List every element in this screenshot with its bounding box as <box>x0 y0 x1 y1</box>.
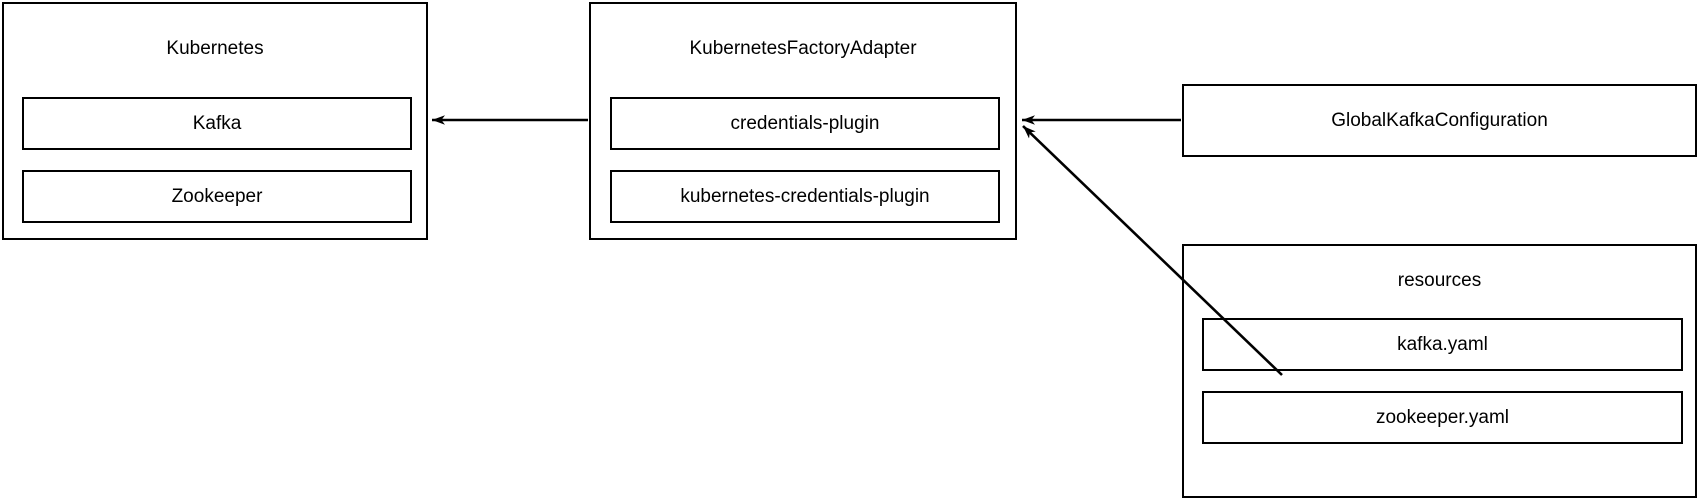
node-kubernetes-credentials-plugin-label: kubernetes-credentials-plugin <box>680 185 930 207</box>
node-kafka-yaml-label: kafka.yaml <box>1397 333 1488 355</box>
node-resources[interactable]: resources kafka.yaml zookeeper.yaml <box>1182 244 1697 498</box>
node-kubernetes-factory-adapter[interactable]: KubernetesFactoryAdapter credentials-plu… <box>589 2 1017 240</box>
node-kubernetes-factory-adapter-title: KubernetesFactoryAdapter <box>689 38 917 59</box>
node-global-kafka-configuration[interactable]: GlobalKafkaConfiguration <box>1182 84 1697 157</box>
node-resources-title: resources <box>1397 270 1482 291</box>
node-global-kafka-configuration-label: GlobalKafkaConfiguration <box>1331 109 1548 131</box>
node-kafka-yaml[interactable]: kafka.yaml <box>1202 318 1683 371</box>
node-zookeeper-yaml[interactable]: zookeeper.yaml <box>1202 391 1683 444</box>
node-kafka-label: Kafka <box>192 112 242 134</box>
node-zookeeper-label: Zookeeper <box>171 185 263 207</box>
node-zookeeper-yaml-label: zookeeper.yaml <box>1375 406 1510 428</box>
node-kubernetes-title: Kubernetes <box>166 38 264 59</box>
node-zookeeper[interactable]: Zookeeper <box>22 170 412 223</box>
node-kubernetes-credentials-plugin[interactable]: kubernetes-credentials-plugin <box>610 170 1000 223</box>
node-kafka[interactable]: Kafka <box>22 97 412 150</box>
node-credentials-plugin-label: credentials-plugin <box>730 112 880 134</box>
node-credentials-plugin[interactable]: credentials-plugin <box>610 97 1000 150</box>
node-kubernetes[interactable]: Kubernetes Kafka Zookeeper <box>2 2 428 240</box>
